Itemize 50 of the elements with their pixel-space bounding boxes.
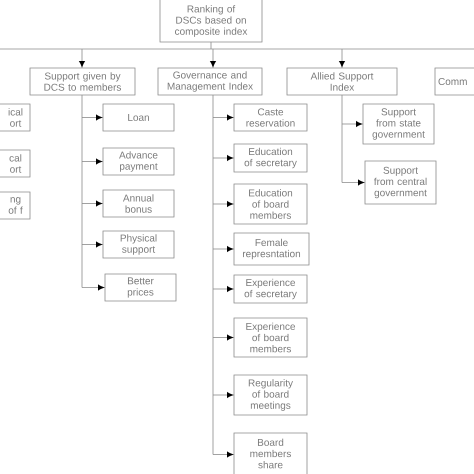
- connector-line: [212, 248, 214, 290]
- item-box: Caste reservation: [234, 104, 308, 132]
- category-box: Governance and Management Index: [158, 68, 262, 96]
- category-box: Allied Support Index: [286, 68, 398, 96]
- arrow: [82, 242, 102, 248]
- item-box: Experience of secretary: [234, 274, 308, 304]
- arrow: [212, 286, 234, 292]
- arrow: [79, 48, 85, 68]
- item-box: Support from state government: [362, 104, 434, 144]
- item-box: Regularity of board meetings: [234, 374, 308, 416]
- arrow: [339, 48, 345, 68]
- connector-line: [212, 204, 214, 250]
- item-box: Physical support: [102, 230, 174, 258]
- item-box: Education of board members: [234, 184, 308, 224]
- arrow: [342, 121, 362, 127]
- item-box: Better prices: [104, 274, 176, 302]
- arrow: [82, 284, 104, 290]
- arrow: [212, 155, 234, 161]
- item-box: cal ort: [0, 150, 30, 178]
- category-box: Support given by DCS to members: [30, 68, 136, 96]
- arrow: [82, 200, 102, 206]
- title-box: Ranking of DSCs based on composite index: [160, 0, 262, 42]
- connector-line: [0, 42, 474, 50]
- arrow: [212, 114, 234, 120]
- arrow: [212, 246, 234, 252]
- arrow: [212, 201, 234, 207]
- arrow: [82, 114, 102, 120]
- item-box: Loan: [102, 104, 174, 132]
- item-box: Advance payment: [102, 148, 174, 176]
- item-box: ng of f: [0, 192, 30, 220]
- arrow: [342, 180, 364, 186]
- connector-line: [212, 94, 214, 118]
- connector-line: [212, 117, 214, 158]
- item-box: Female represntation: [234, 232, 310, 266]
- arrow: [212, 334, 234, 340]
- connector-line: [212, 337, 214, 396]
- arrow: [210, 48, 216, 68]
- category-box: Comm: [434, 68, 474, 96]
- arrow: [212, 392, 234, 398]
- connector-line: [212, 288, 214, 338]
- item-box: Experience of board members: [234, 318, 308, 358]
- connector-line: [212, 394, 214, 455]
- item-box: ical ort: [0, 104, 30, 132]
- arrow: [212, 452, 234, 458]
- item-box: Annual bonus: [102, 190, 174, 218]
- item-box: Support from central government: [364, 160, 436, 204]
- arrow: [82, 158, 102, 164]
- connector-line: [212, 158, 214, 204]
- item-box: Education of secretary: [234, 144, 308, 172]
- item-box: Board members share: [234, 432, 308, 474]
